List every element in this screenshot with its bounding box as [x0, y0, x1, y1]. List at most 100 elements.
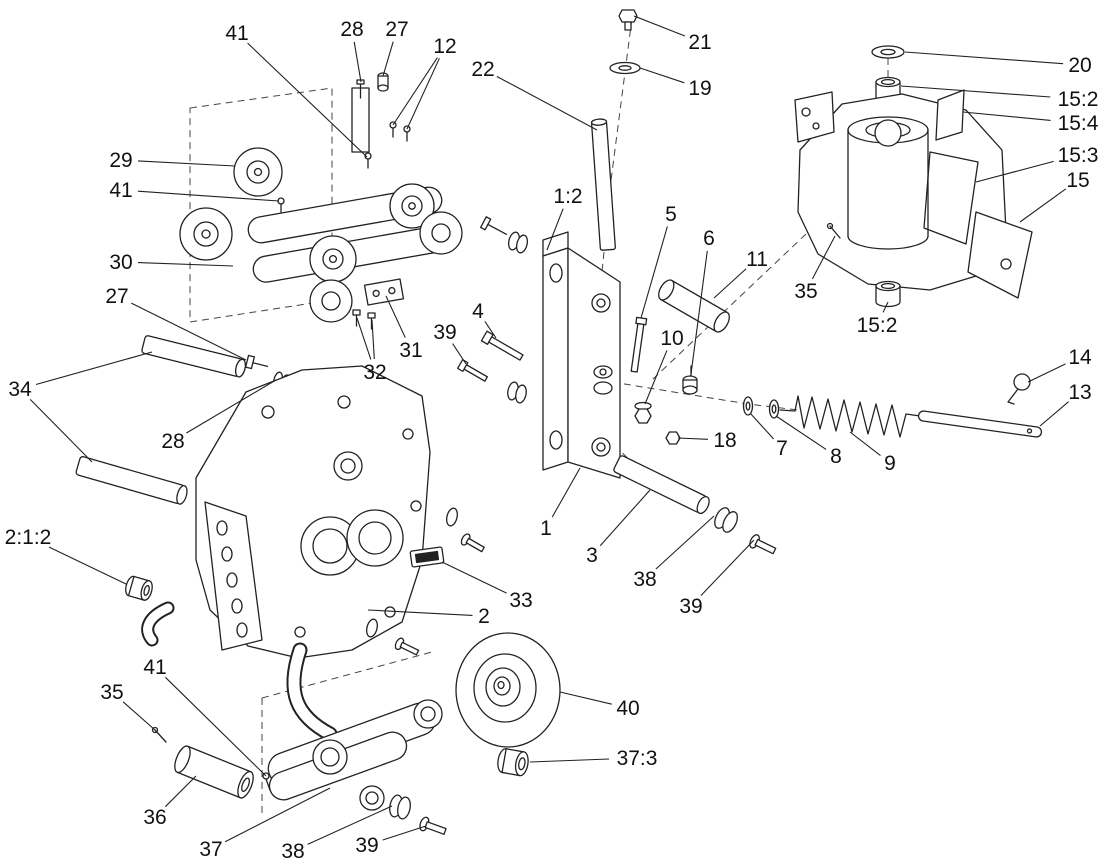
leader-line-12: [392, 57, 438, 126]
leader-line-1:2: [546, 208, 564, 251]
leader-line-13: [1039, 401, 1069, 427]
leader-line-15:2: [882, 301, 889, 313]
part-bolt-39-upper: [456, 359, 489, 382]
part-washer-8: [768, 399, 780, 419]
leader-line-28: [353, 41, 362, 83]
part-bolt-41-upper: [364, 152, 372, 169]
part-pin-14: [1007, 373, 1031, 405]
callout-36: 36: [143, 806, 166, 829]
callout-9: 9: [884, 452, 896, 475]
callout-7: 7: [776, 437, 788, 460]
leader-line-32: [371, 319, 375, 360]
leader-line-27: [131, 302, 247, 361]
leader-line-4: [484, 321, 497, 339]
part-bolt-21: [618, 9, 638, 31]
part-fitting-6: [682, 365, 698, 395]
leader-line-20: [904, 51, 1064, 65]
callout-39: 39: [679, 595, 702, 618]
callout-22: 22: [471, 58, 494, 81]
callout-11: 11: [746, 248, 768, 271]
leader-line-2: [367, 609, 473, 616]
leader-line-5: [640, 226, 668, 319]
part-bolt-27-left: [244, 354, 269, 370]
callout-35: 35: [794, 280, 817, 303]
part-bent-tube-center: [286, 642, 338, 742]
leader-line-31: [385, 295, 406, 338]
leader-line-33: [441, 561, 507, 594]
part-rod-13: [917, 410, 1043, 438]
part-roller: [309, 235, 357, 283]
leader-line-28: [186, 379, 277, 434]
callout-41: 41: [225, 22, 248, 45]
part-washer-bolt-lower: [366, 618, 420, 656]
leader-line-29: [137, 160, 236, 167]
leader-line-3: [599, 489, 651, 547]
leader-line-9: [849, 431, 881, 457]
leader-line-36: [164, 775, 197, 808]
part-plate-2: [195, 365, 431, 659]
dash-box-roller-assembly: [189, 87, 333, 323]
callout-5: 5: [665, 203, 677, 226]
leader-line-40: [559, 691, 612, 705]
callout-6: 6: [703, 227, 715, 250]
callout-2:1:2: 2:1:2: [5, 526, 52, 549]
leader-line-1: [551, 467, 581, 518]
part-rod-22: [590, 118, 616, 251]
callout-32: 32: [363, 361, 386, 384]
callout-27: 27: [105, 285, 128, 308]
leader-line-11: [713, 268, 747, 299]
callout-27: 27: [385, 18, 408, 41]
rod-34-upper: [141, 335, 247, 378]
callout-13: 13: [1068, 381, 1091, 404]
part-plate-31: [363, 278, 405, 306]
part-arm-37: [267, 699, 443, 811]
leader-line-21: [633, 15, 686, 37]
callout-28: 28: [340, 18, 363, 41]
part-nut-10: [634, 401, 652, 424]
callout-40: 40: [616, 697, 639, 720]
callout-30: 30: [109, 251, 132, 274]
part-washer-19: [609, 61, 641, 75]
leader-line-19: [639, 67, 685, 84]
callout-10: 10: [660, 327, 683, 350]
leader-line-41: [165, 676, 267, 777]
housing-body-15: [794, 89, 1033, 299]
callout-35: 35: [100, 681, 123, 704]
leader-line-30: [137, 262, 234, 267]
part-roller: [389, 183, 435, 229]
part-housing-15: [794, 45, 1033, 308]
callout-39: 39: [355, 834, 378, 857]
part-washer-38-right: [714, 507, 738, 533]
leader-line-15:3: [975, 160, 1054, 183]
callout-38: 38: [281, 840, 304, 863]
callout-3: 3: [586, 544, 598, 567]
part-bolt-41-left: [277, 197, 285, 213]
callout-4: 4: [472, 300, 484, 323]
part-bolt-washers-top: [480, 216, 529, 254]
leader-line-39: [382, 825, 427, 841]
callout-15: 15: [1066, 169, 1089, 192]
part-disc-40: [455, 632, 561, 748]
leader-line-15:2: [900, 85, 1051, 98]
callout-29: 29: [109, 149, 132, 172]
part-roller: [309, 279, 353, 323]
part-nut-18: [665, 431, 681, 445]
callout-33: 33: [509, 589, 532, 612]
part-roller-30: [179, 207, 233, 261]
part-bushing-2-1-2: [125, 575, 153, 601]
leader-line-37:3: [529, 758, 610, 763]
leader-line-37: [224, 787, 331, 843]
callout-37: 37: [199, 838, 222, 861]
leader-line-34: [35, 351, 153, 386]
callout-39: 39: [433, 321, 456, 344]
part-bracket-1: [542, 231, 621, 479]
callout-15:2: 15:2: [857, 314, 898, 337]
leader-line-35: [811, 235, 836, 280]
leader-line-32: [356, 317, 372, 360]
callout-1: 1: [540, 517, 552, 540]
part-bolt-39-right: [749, 534, 777, 555]
part-spring-9: [779, 395, 921, 438]
leader-line-7: [749, 412, 775, 440]
